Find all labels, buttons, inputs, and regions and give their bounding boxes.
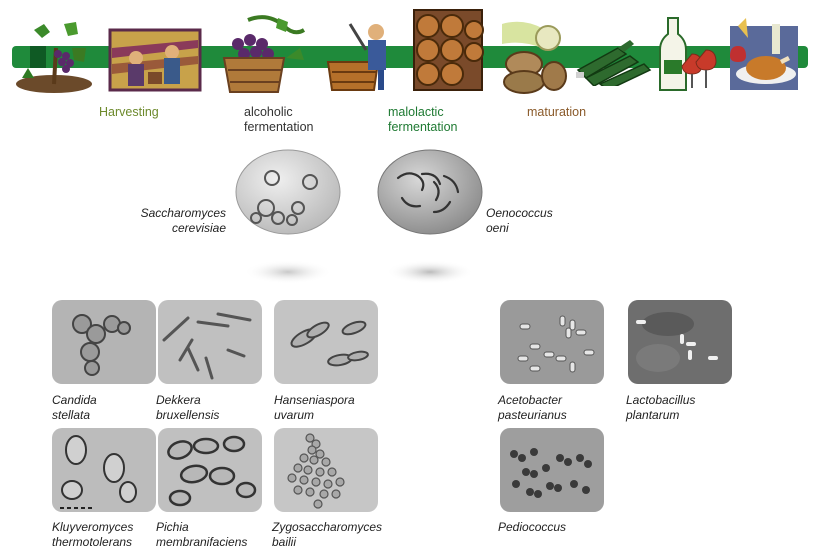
zygosaccharomyces-micrograph — [274, 428, 378, 512]
kluyveromyces-micrograph — [52, 428, 156, 512]
oenococcus-dish-image — [377, 149, 483, 284]
stage-harvesting-label: Harvesting — [99, 105, 159, 119]
bottle-and-glasses-icon — [659, 17, 717, 91]
zygosaccharomyces-label: Zygosaccharomyces bailii — [272, 520, 383, 549]
dekkera-label: Dekkera bruxellensis — [156, 393, 220, 422]
grape-crate-icon — [222, 15, 306, 93]
process-band-accent — [30, 46, 46, 68]
oenococcus-caption: Oenococcus oeni — [486, 206, 553, 235]
bottles-icon — [576, 40, 652, 86]
kluyveromyces-label: Kluyveromyces thermotolerans — [52, 520, 134, 549]
barrels-and-cheese-icon — [502, 21, 567, 94]
saccharomyces-caption: Saccharomyces cerevisiae — [140, 206, 226, 235]
stage-malolactic-fermentation-label: malolactic fermentation — [388, 105, 458, 134]
pediococcus-micrograph — [500, 428, 604, 512]
vineyard-workers-icon — [108, 28, 202, 92]
acetobacter-micrograph — [500, 300, 604, 384]
dekkera-micrograph — [158, 300, 262, 384]
lactobacillus-label: Lactobacillus plantarum — [626, 393, 696, 422]
lactobacillus-micrograph — [628, 300, 732, 384]
wine-press-icon — [326, 23, 386, 91]
hanseniaspora-micrograph — [274, 300, 378, 384]
hanseniaspora-label: Hanseniaspora uvarum — [274, 393, 355, 422]
stage-alcoholic-fermentation-label: alcoholic fermentation — [244, 105, 314, 134]
candida-label: Candida stellata — [52, 393, 97, 422]
stage-maturation-label: maturation — [527, 105, 587, 119]
pichia-micrograph — [158, 428, 262, 512]
pichia-label: Pichia membranifaciens — [156, 520, 248, 549]
dinner-table-icon — [730, 18, 798, 90]
grapevine-icon — [16, 22, 92, 93]
saccharomyces-dish-image — [235, 149, 341, 284]
cellar-barrels-icon — [413, 9, 484, 91]
acetobacter-label: Acetobacter pasteurianus — [498, 393, 567, 422]
pediococcus-label: Pediococcus — [498, 520, 567, 534]
candida-micrograph — [52, 300, 156, 384]
